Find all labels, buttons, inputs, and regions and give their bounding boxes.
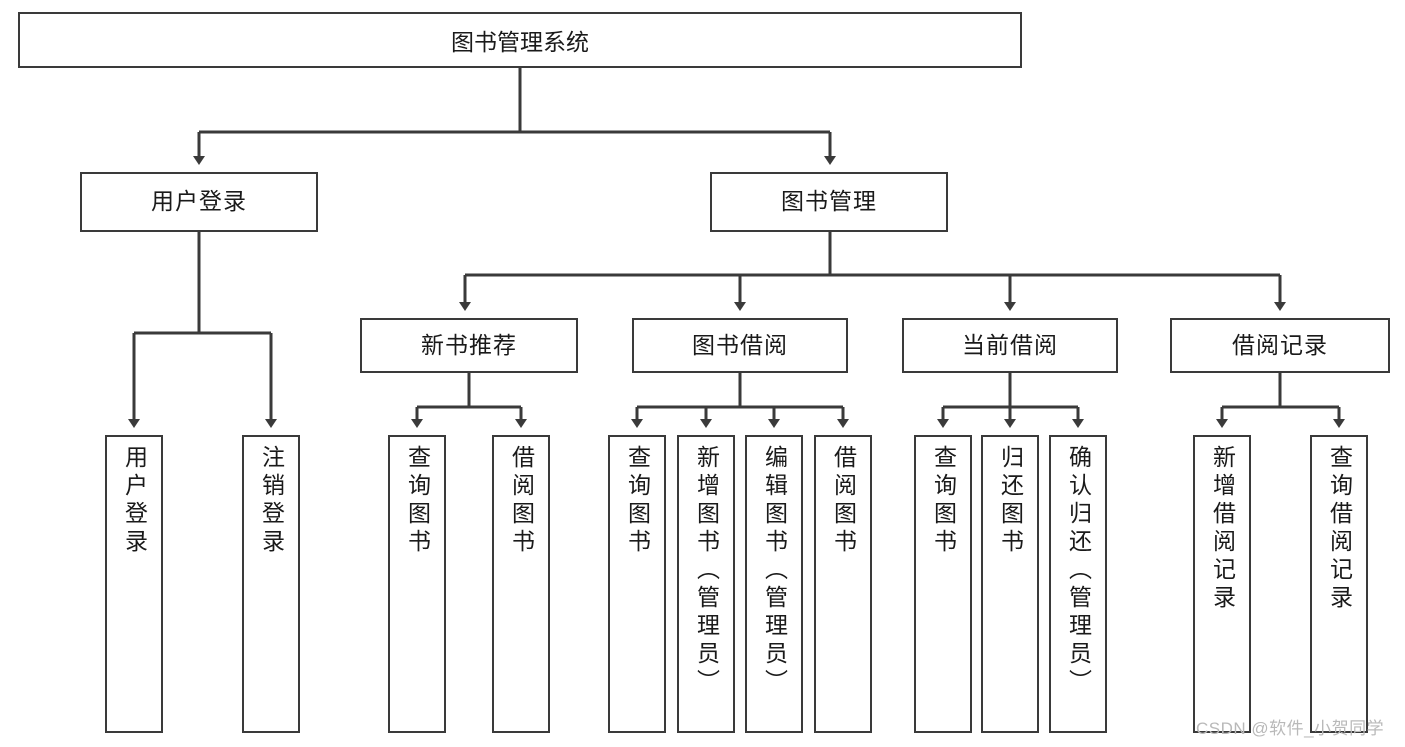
leaf-label: 查询图书 <box>404 445 431 557</box>
leaf-add-book-admin[interactable]: 新增图书（管理员） <box>677 435 735 733</box>
node-label: 当前借阅 <box>962 331 1058 358</box>
leaf-label: 用户登录 <box>121 445 148 557</box>
leaf-query-book-current[interactable]: 查询图书 <box>914 435 972 733</box>
leaf-label: 编辑图书（管理员） <box>761 445 788 697</box>
leaf-label: 注销登录 <box>258 445 285 557</box>
leaf-query-borrow-record[interactable]: 查询借阅记录 <box>1310 435 1368 733</box>
leaf-query-book-borrow[interactable]: 查询图书 <box>608 435 666 733</box>
leaf-add-borrow-record[interactable]: 新增借阅记录 <box>1193 435 1251 733</box>
node-root-system[interactable]: 图书管理系统 <box>18 12 1022 68</box>
leaf-label: 查询图书 <box>624 445 651 557</box>
node-user-login[interactable]: 用户登录 <box>80 172 318 232</box>
node-book-borrow[interactable]: 图书借阅 <box>632 318 848 373</box>
leaf-label: 新增图书（管理员） <box>693 445 720 697</box>
node-label: 图书借阅 <box>692 331 788 358</box>
leaf-confirm-return-admin[interactable]: 确认归还（管理员） <box>1049 435 1107 733</box>
leaf-logout[interactable]: 注销登录 <box>242 435 300 733</box>
csdn-watermark: CSDN @软件_小贺同学 <box>1196 719 1385 738</box>
node-book-management[interactable]: 图书管理 <box>710 172 948 232</box>
node-current-borrow[interactable]: 当前借阅 <box>902 318 1118 373</box>
leaf-label: 查询借阅记录 <box>1326 445 1353 613</box>
node-label: 图书管理系统 <box>451 29 589 55</box>
leaf-label: 确认归还（管理员） <box>1065 445 1092 697</box>
leaf-return-book[interactable]: 归还图书 <box>981 435 1039 733</box>
leaf-label: 查询图书 <box>930 445 957 557</box>
leaf-label: 新增借阅记录 <box>1209 445 1236 613</box>
node-new-book-recommend[interactable]: 新书推荐 <box>360 318 578 373</box>
node-label: 图书管理 <box>781 188 877 215</box>
leaf-query-book-recommend[interactable]: 查询图书 <box>388 435 446 733</box>
node-label: 用户登录 <box>151 188 247 215</box>
leaf-label: 借阅图书 <box>508 445 535 557</box>
node-label: 借阅记录 <box>1232 331 1328 358</box>
node-borrow-record[interactable]: 借阅记录 <box>1170 318 1390 373</box>
node-label: 新书推荐 <box>421 331 517 358</box>
leaf-label: 归还图书 <box>997 445 1024 557</box>
leaf-label: 借阅图书 <box>830 445 857 557</box>
leaf-borrow-book[interactable]: 借阅图书 <box>814 435 872 733</box>
leaf-edit-book-admin[interactable]: 编辑图书（管理员） <box>745 435 803 733</box>
leaf-user-login[interactable]: 用户登录 <box>105 435 163 733</box>
leaf-borrow-book-recommend[interactable]: 借阅图书 <box>492 435 550 733</box>
